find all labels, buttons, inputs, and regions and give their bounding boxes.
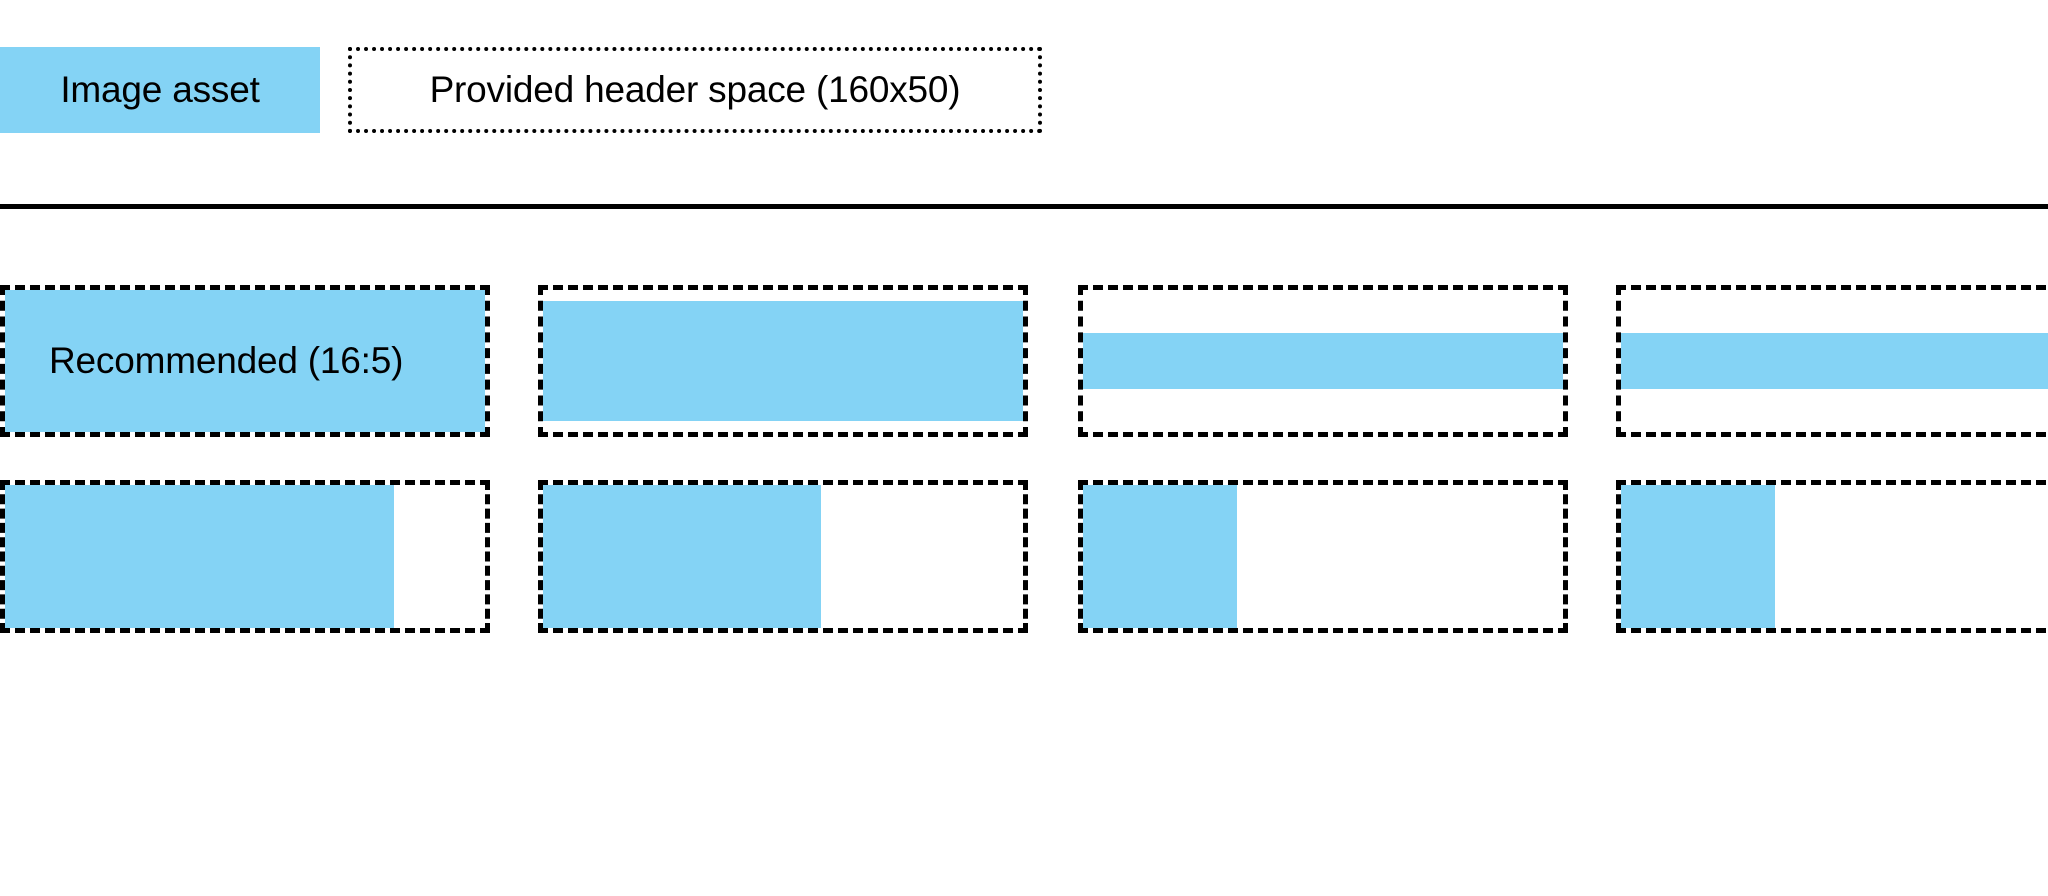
header-band: Image asset Provided header space (160x5… [0, 0, 2048, 205]
ratio-sample-r2c1 [0, 480, 490, 633]
ratio-fill [1083, 485, 1237, 628]
ratio-fill [543, 485, 822, 628]
section-divider [0, 204, 2048, 209]
ratio-sample-r2c2 [538, 480, 1028, 633]
ratio-sample-r1c3 [1078, 285, 1568, 437]
ratio-sample-r1c2 [538, 285, 1028, 437]
ratio-fill [5, 290, 485, 432]
ratio-fill [1621, 332, 2048, 390]
image-asset-label: Image asset [60, 69, 260, 110]
image-asset-swatch: Image asset [0, 47, 320, 133]
ratio-fill [5, 485, 394, 628]
ratio-sample-recommended: Recommended (16:5) [0, 285, 490, 437]
ratio-sample-r1c4 [1616, 285, 2048, 437]
ratio-fill [1083, 332, 1563, 390]
provided-header-space-box: Provided header space (160x50) [348, 47, 1042, 133]
ratio-fill [543, 301, 1023, 421]
ratio-fill [1621, 485, 1775, 628]
ratio-sample-r2c3 [1078, 480, 1568, 633]
recommended-ratio-caption: Recommended (16:5) [49, 340, 404, 381]
ratio-sample-r2c4 [1616, 480, 2048, 633]
provided-header-space-label: Provided header space (160x50) [429, 69, 961, 110]
